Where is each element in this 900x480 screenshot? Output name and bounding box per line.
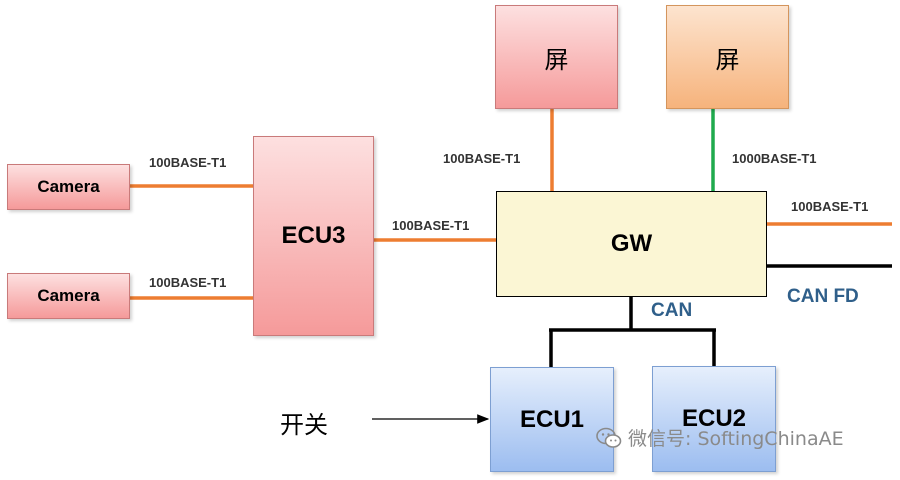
link-label-camera-bottom: 100BASE-T1: [149, 275, 227, 290]
screen-left-box: 屏: [495, 5, 618, 109]
camera-top-box: Camera: [7, 164, 130, 210]
bus-label-can: CAN: [651, 300, 693, 321]
bus-label-canfd: CAN FD: [787, 286, 859, 307]
screen-right-label: 屏: [715, 45, 740, 74]
gw-box: GW: [496, 191, 767, 297]
camera-top-label: Camera: [37, 177, 100, 196]
camera-bottom-box: Camera: [7, 273, 130, 319]
ecu2-box: ECU2: [652, 366, 776, 472]
ecu1-label: ECU1: [519, 405, 585, 433]
link-label-camera-top: 100BASE-T1: [149, 155, 227, 170]
camera-bottom-label: Camera: [37, 286, 100, 305]
link-label-screen-left: 100BASE-T1: [443, 151, 521, 166]
watermark-text: 微信号: SoftingChinaAE: [628, 428, 844, 450]
ecu3-label: ECU3: [281, 222, 346, 249]
watermark: 微信号: SoftingChinaAE: [596, 424, 844, 451]
link-label-gw-out: 100BASE-T1: [791, 199, 869, 214]
ecu1-box: ECU1: [490, 367, 614, 472]
ecu2-label: ECU2: [681, 405, 747, 432]
ecu3-box: ECU3: [253, 136, 374, 336]
screen-left-label: 屏: [544, 45, 569, 74]
link-label-ecu3-gw: 100BASE-T1: [392, 218, 470, 233]
link-label-screen-right: 1000BASE-T1: [732, 151, 817, 166]
switch-label: 开关: [280, 411, 328, 439]
screen-right-box: 屏: [666, 5, 789, 109]
gw-label: GW: [610, 230, 653, 257]
wechat-icon: [596, 427, 622, 448]
